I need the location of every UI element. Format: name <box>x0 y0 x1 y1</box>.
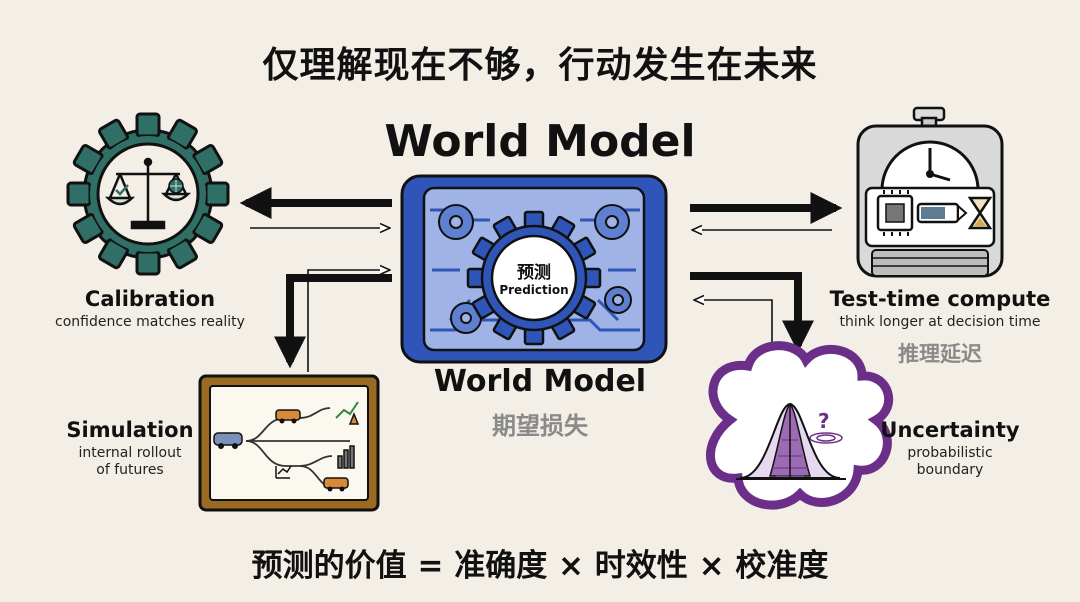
car-icon <box>275 409 301 424</box>
question-mark-icon: ? <box>809 409 843 444</box>
chart-icon <box>275 401 360 479</box>
chip-icon <box>876 190 914 236</box>
small-gear-icon <box>604 286 632 314</box>
arrow-simulation-to-model <box>307 270 390 372</box>
arrow-model-to-simulation <box>274 274 392 369</box>
test-time-desc: think longer at decision time <box>839 314 1041 330</box>
stopwatch-icon <box>856 106 1004 278</box>
battery-icon <box>916 202 968 224</box>
world-model-title: World Model <box>384 116 696 167</box>
car-icon <box>323 477 349 492</box>
page-title: 仅理解现在不够，行动发生在未来 <box>262 45 818 86</box>
bell-curve-icon <box>736 402 846 480</box>
world-model-label: World Model <box>433 364 647 399</box>
prediction-label-en: Prediction <box>499 283 569 297</box>
globe-icon <box>168 178 184 194</box>
hourglass-icon <box>967 196 993 230</box>
small-gear-icon <box>438 204 474 240</box>
value-formula: 预测的价值 = 准确度 × 时效性 × 校准度 <box>251 548 829 584</box>
prediction-label-cn: 预测 <box>517 263 551 283</box>
arrow-model-to-uncertainty <box>690 272 814 353</box>
uncertainty-desc-line1: probabilistic <box>907 445 993 461</box>
small-gear-icon <box>594 204 630 240</box>
prediction-gear-icon <box>466 210 602 346</box>
simulation-title: Simulation <box>66 418 194 442</box>
calibration-gear-icon <box>66 112 230 276</box>
car-icon <box>213 432 243 449</box>
uncertainty-desc-line2: boundary <box>916 462 984 478</box>
arrow-uncertainty-to-model <box>694 300 773 354</box>
balance-scale-icon <box>104 157 192 230</box>
calibration-desc: confidence matches reality <box>55 314 245 330</box>
simulation-board <box>198 374 380 512</box>
calibration-title: Calibration <box>84 287 216 311</box>
inference-latency-label: 推理延迟 <box>898 342 982 366</box>
uncertainty-title: Uncertainty <box>880 418 1020 442</box>
svg-text:?: ? <box>818 409 830 433</box>
simulation-desc-line2: of futures <box>96 462 164 478</box>
uncertainty-cloud: ? <box>705 341 894 510</box>
simulation-desc-line1: internal rollout <box>78 445 182 461</box>
world-model-board <box>400 174 668 364</box>
test-time-title: Test-time compute <box>829 287 1051 311</box>
expected-loss-label: 期望损失 <box>492 412 588 440</box>
